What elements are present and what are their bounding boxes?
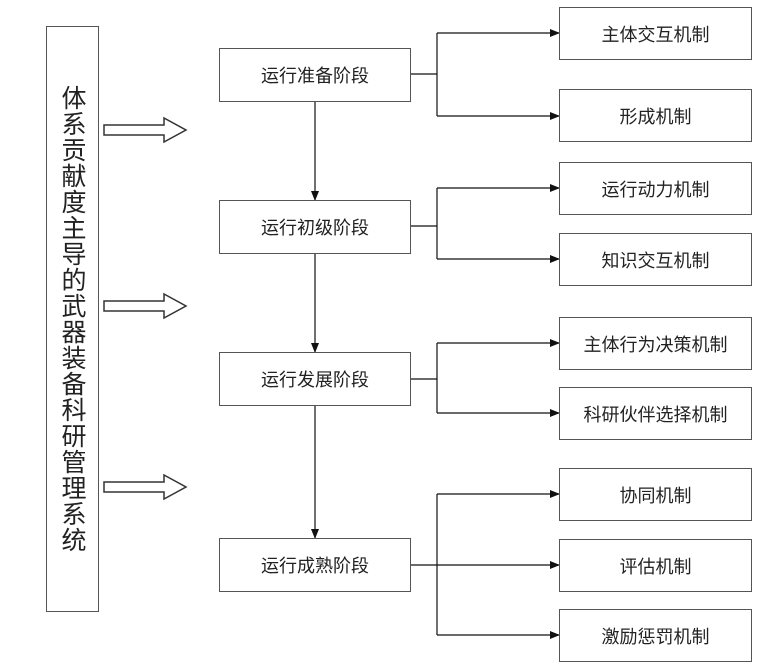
mechanism-box: 运行动力机制: [559, 162, 752, 215]
stage-box-preparation: 运行准备阶段: [219, 48, 411, 102]
mechanism-label: 评估机制: [619, 556, 692, 578]
hollow-arrow-1: [103, 116, 188, 144]
mechanism-box: 激励惩罚机制: [559, 609, 752, 662]
system-title: 体系贡献度主导的武器装备科研管理系统: [58, 85, 87, 553]
stage-label: 运行初级阶段: [261, 218, 369, 239]
mechanism-box: 科研伙伴选择机制: [559, 387, 752, 440]
mechanism-label: 科研伙伴选择机制: [583, 404, 728, 426]
stage-box-development: 运行发展阶段: [219, 352, 411, 406]
mechanism-label: 运行动力机制: [601, 179, 710, 201]
branch-stage-1: [410, 29, 560, 120]
stage-box-mature: 运行成熟阶段: [219, 538, 411, 592]
mechanism-box: 形成机制: [559, 89, 752, 142]
mechanism-label: 协同机制: [619, 485, 692, 507]
mechanism-box: 协同机制: [559, 468, 752, 521]
branch-stage-2: [410, 184, 560, 263]
mechanism-label: 形成机制: [619, 106, 692, 128]
system-title-box: 体系贡献度主导的武器装备科研管理系统: [46, 26, 99, 612]
mechanism-box: 评估机制: [559, 539, 752, 592]
stage-label: 运行准备阶段: [261, 66, 369, 87]
mechanism-label: 知识交互机制: [601, 250, 710, 272]
mechanism-label: 主体行为决策机制: [583, 334, 728, 356]
mechanism-box: 主体行为决策机制: [559, 317, 752, 370]
stage-label: 运行成熟阶段: [261, 556, 369, 577]
mechanism-label: 主体交互机制: [601, 24, 710, 46]
stage-label: 运行发展阶段: [261, 370, 369, 391]
mechanism-box: 知识交互机制: [559, 233, 752, 286]
hollow-arrow-3: [103, 473, 188, 501]
branch-stage-3: [410, 339, 560, 417]
mechanism-label: 激励惩罚机制: [601, 626, 710, 648]
hollow-arrow-2: [103, 292, 188, 320]
branch-stage-4: [410, 490, 560, 639]
stage-box-initial: 运行初级阶段: [219, 200, 411, 254]
mechanism-box: 主体交互机制: [559, 7, 752, 60]
